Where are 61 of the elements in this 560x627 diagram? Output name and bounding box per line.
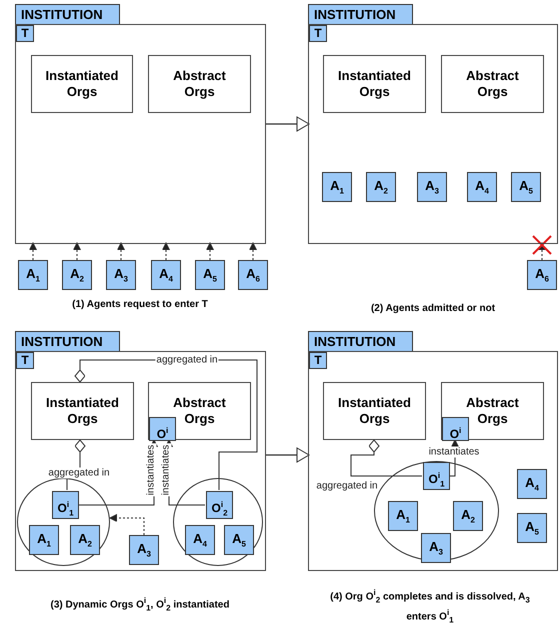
org-box: Abstract Orgs xyxy=(148,55,251,113)
agent-box: A$_{5}$ xyxy=(195,260,225,290)
org-instance-box: O$^{i}$ xyxy=(149,417,176,441)
institution-tab: INSTITUTION xyxy=(15,331,120,352)
agent-box: A$_{4}$ xyxy=(185,525,215,555)
agent-box: A$_{3}$ xyxy=(129,535,159,565)
agent-box: A$_{4}$ xyxy=(517,469,547,499)
panel-caption: (1) Agents request to enter T xyxy=(71,298,209,311)
institution-tab: INSTITUTION xyxy=(308,331,413,352)
agent-box: A$_{2}$ xyxy=(453,501,483,531)
agent-box: A$_{1}$ xyxy=(18,260,48,290)
agent-box: A$_{5}$ xyxy=(511,172,541,202)
arrow xyxy=(249,242,257,260)
tab-label: T xyxy=(309,25,327,42)
aggregation-connector xyxy=(350,440,422,476)
tab-label: T xyxy=(16,25,34,42)
edge-label: aggregated in xyxy=(47,468,111,478)
agent-box: A$_{6}$ xyxy=(238,260,268,290)
org-box: Instantiated Orgs xyxy=(323,382,426,440)
org-box: Instantiated Orgs xyxy=(323,55,426,113)
agent-box: A$_{1}$ xyxy=(29,525,59,555)
institution-tab: INSTITUTION xyxy=(308,4,413,25)
edge-label: instantiates xyxy=(146,444,156,496)
edge-label: aggregated in xyxy=(155,354,219,366)
org-box: Instantiated Orgs xyxy=(31,382,134,440)
agent-box: A$_{5}$ xyxy=(517,513,547,543)
group-ellipse xyxy=(173,478,263,566)
panel-caption: (3) Dynamic Orgs O$^{i}$$_{1}$, O$^{i}$$_{2}$ instantiated xyxy=(50,595,230,614)
agent-box: A$_{2}$ xyxy=(70,525,100,555)
group-ellipse xyxy=(17,478,110,566)
agent-box: A$_{2}$ xyxy=(62,260,92,290)
arrow xyxy=(117,242,125,260)
tab-label: T xyxy=(309,352,327,369)
agent-box: A$_{4}$ xyxy=(467,172,497,202)
agent-box: A$_{3}$ xyxy=(421,533,451,563)
edge-label: instantiates xyxy=(428,446,480,458)
arrow xyxy=(206,242,214,260)
panel-caption: (2) Agents admitted or not xyxy=(370,302,496,315)
agent-box: A$_{1}$ xyxy=(388,501,418,531)
arrow xyxy=(162,242,170,260)
arrow xyxy=(109,514,144,536)
agent-box: A$_{3}$ xyxy=(417,172,447,202)
transition-arrow xyxy=(265,448,310,462)
org-instance-box: O$^{i}$ xyxy=(442,417,469,441)
agent-box: A$_{3}$ xyxy=(106,260,136,290)
tab-label: T xyxy=(16,352,34,369)
org-box: Abstract Orgs O$^{i}$ xyxy=(148,382,251,440)
org-box: Abstract Orgs xyxy=(441,55,544,113)
arrow xyxy=(73,242,81,260)
edge-label: aggregated in xyxy=(315,480,379,492)
org-box: Instantiated Orgs xyxy=(31,55,133,113)
arrow xyxy=(29,242,37,260)
agent-box: A$_{5}$ xyxy=(224,525,254,555)
arrow xyxy=(538,242,546,260)
agent-box: A$_{2}$ xyxy=(366,172,396,202)
agent-box: A$_{6}$ xyxy=(527,260,557,290)
agent-box: A$_{4}$ xyxy=(151,260,181,290)
agent-box: A$_{1}$ xyxy=(322,172,352,202)
org-box: Abstract Orgs O$^{i}$ xyxy=(441,382,544,440)
transition-arrow xyxy=(265,116,310,132)
institution-tab: INSTITUTION xyxy=(15,4,120,25)
